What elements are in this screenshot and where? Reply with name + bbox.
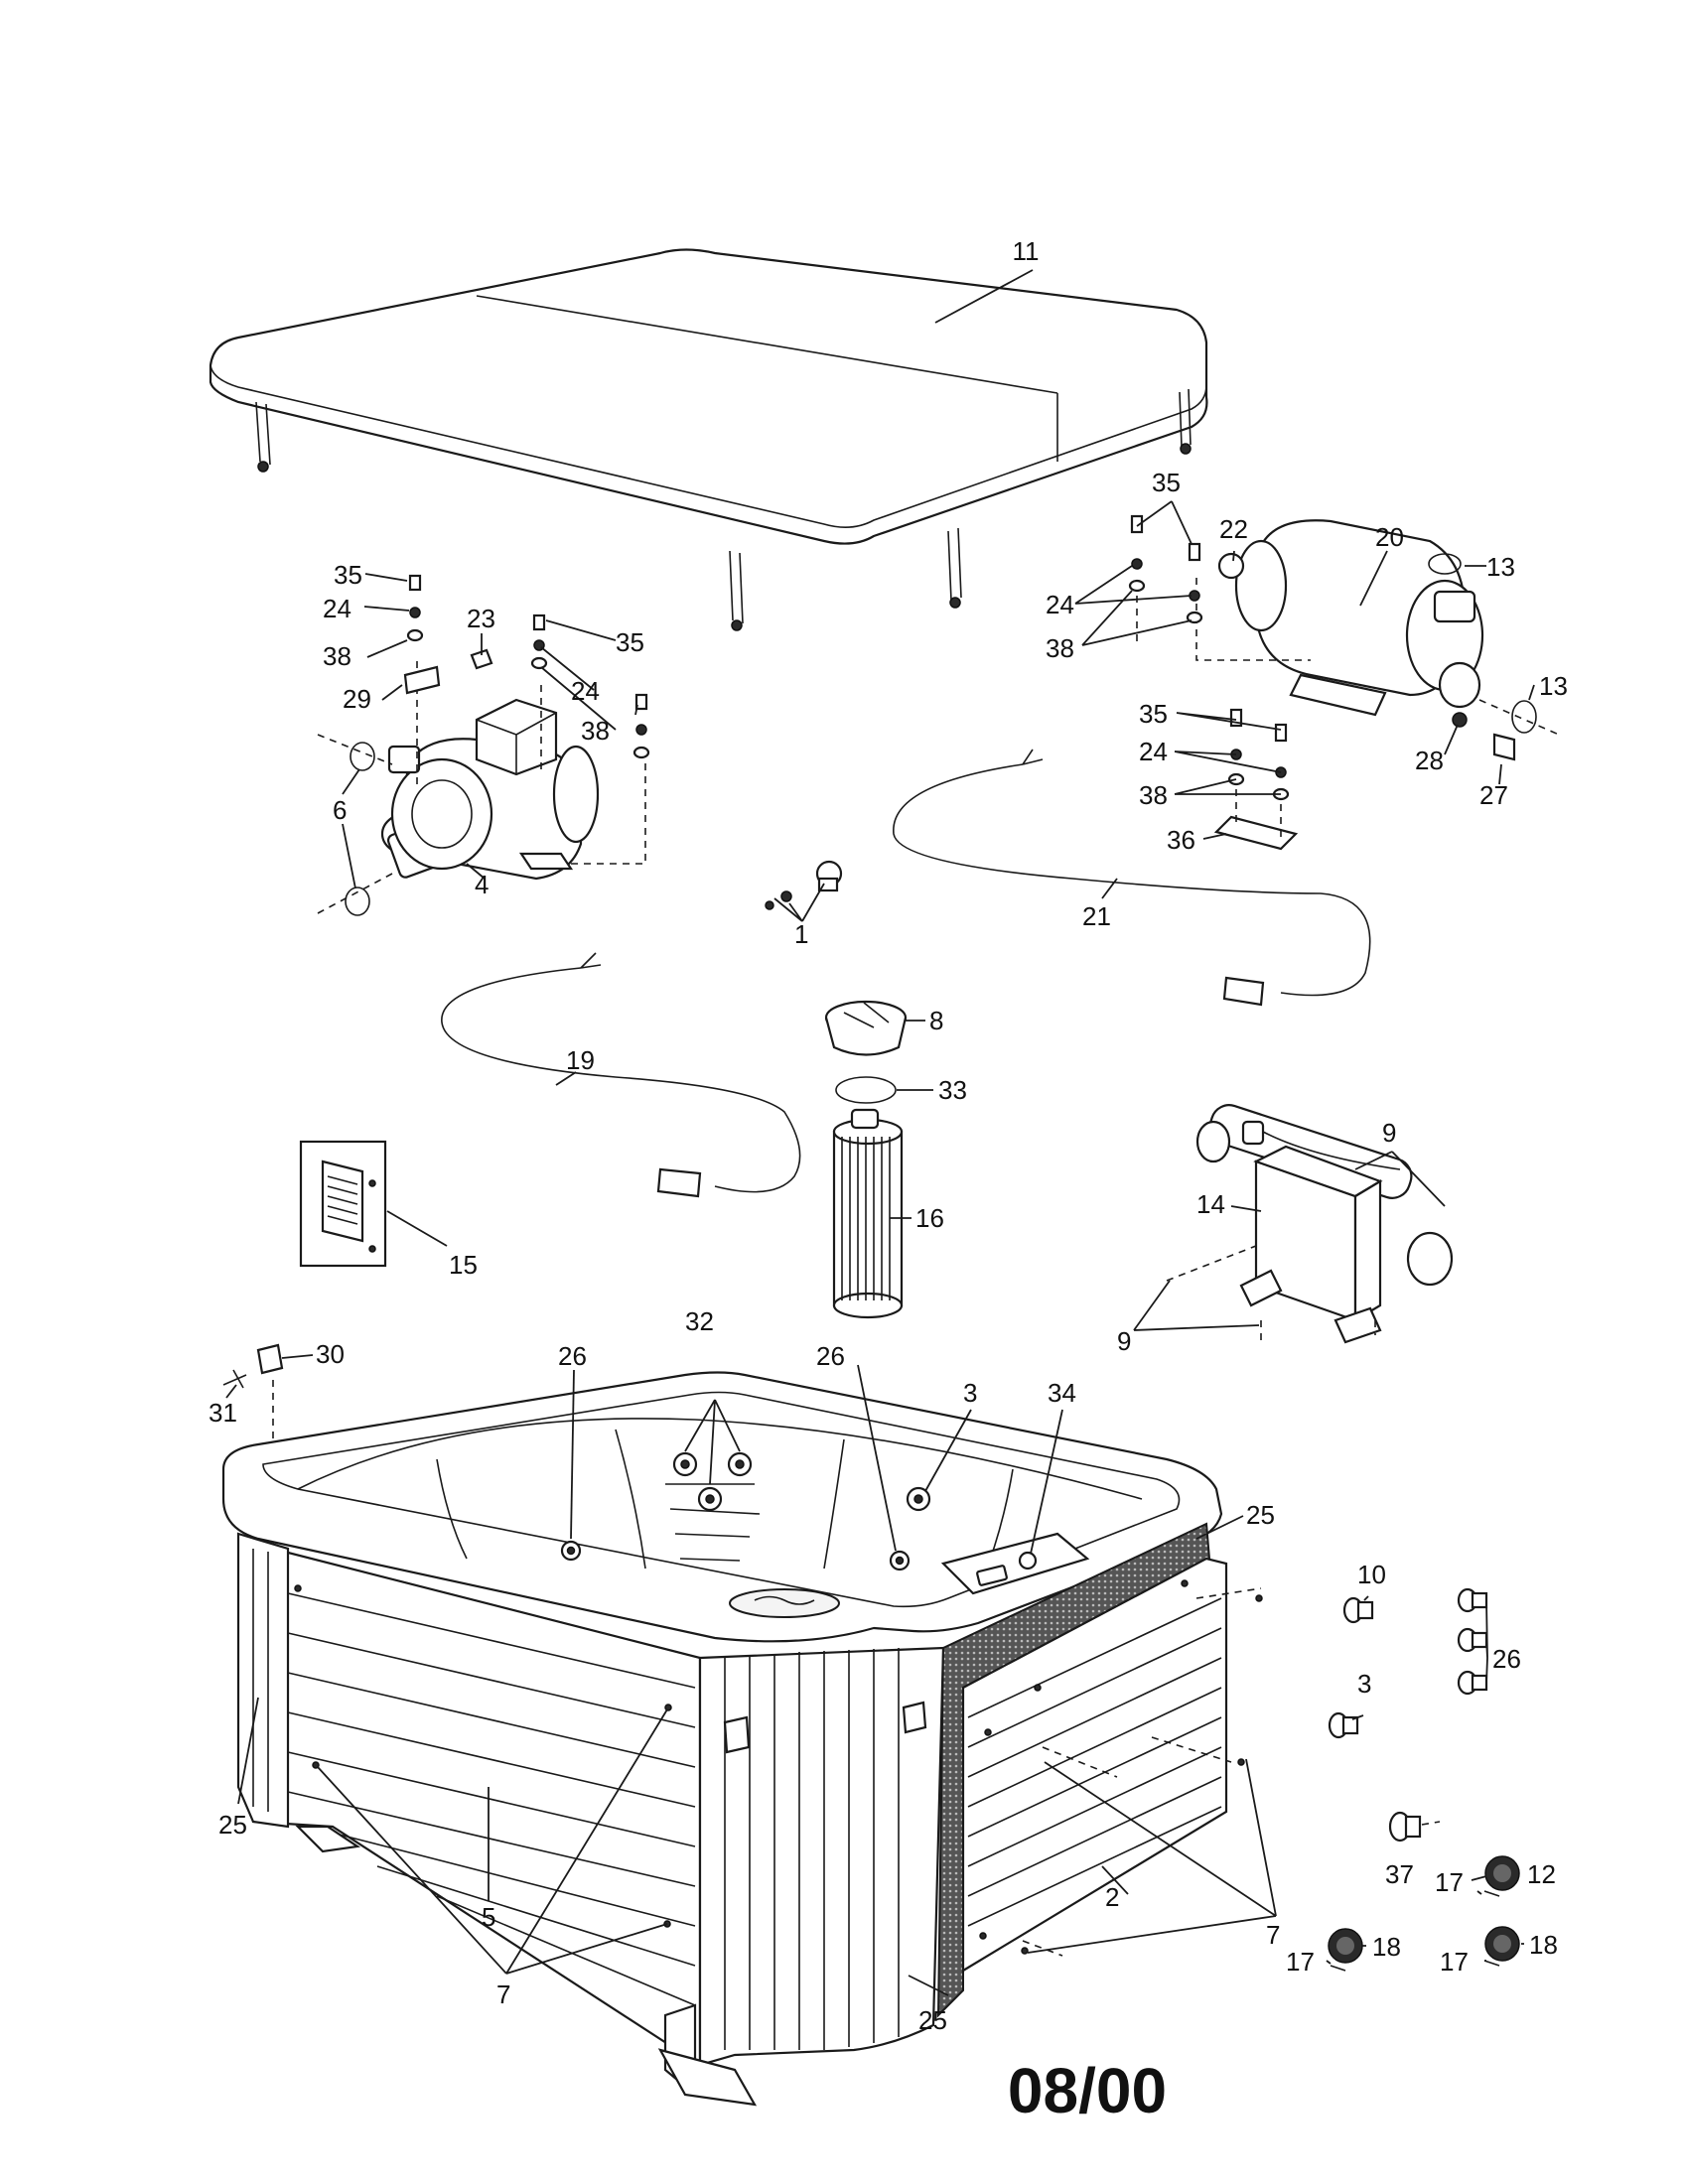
callout-10: 10 (1357, 1560, 1386, 1589)
callout-22: 22 (1219, 514, 1248, 544)
callout-32: 32 (685, 1306, 714, 1336)
callout-14: 14 (1196, 1189, 1225, 1219)
callout-17: 17 (1440, 1947, 1469, 1977)
callout-27: 27 (1479, 780, 1508, 810)
part-15-panel (299, 1140, 387, 1268)
callout-9: 9 (1117, 1326, 1131, 1356)
callout-labels: 11 35 24 38 29 23 35 24 38 6 4 35 24 38 … (209, 236, 1568, 2035)
callout-28: 28 (1415, 746, 1444, 775)
filter-assembly (824, 1000, 908, 1319)
callout-11: 11 (1013, 236, 1040, 266)
callout-19: 19 (566, 1045, 595, 1075)
callout-24: 24 (323, 594, 351, 623)
callout-33: 33 (938, 1075, 967, 1105)
revision-code: 08/00 (1008, 2055, 1167, 2126)
callout-6: 6 (333, 795, 347, 825)
callout-38: 38 (1046, 633, 1074, 663)
callout-35: 35 (1139, 699, 1168, 729)
heater-14 (1166, 1104, 1454, 1344)
callout-36: 36 (1167, 825, 1195, 855)
callout-26: 26 (816, 1341, 845, 1371)
callout-1: 1 (794, 919, 808, 949)
callout-38: 38 (1139, 780, 1168, 810)
callout-18: 18 (1372, 1932, 1401, 1962)
callout-25: 25 (218, 1810, 247, 1840)
callout-13: 13 (1539, 671, 1568, 701)
callout-24: 24 (1139, 737, 1168, 766)
leader-lines (225, 269, 1535, 1996)
fitting-10 (1342, 1596, 1374, 1624)
right-pump (1195, 519, 1516, 761)
fitting-3 (1328, 1711, 1359, 1739)
knob-12 (1484, 1855, 1520, 1891)
callout-37: 37 (1385, 1859, 1414, 1889)
o-ring-13-pair (1428, 553, 1560, 736)
cable-19 (441, 952, 801, 1198)
left-pump (380, 660, 646, 881)
callout-25: 25 (918, 2005, 947, 2035)
callout-29: 29 (343, 684, 371, 714)
callout-3: 3 (1357, 1669, 1371, 1699)
callout-35: 35 (1152, 468, 1181, 497)
o-ring-6-pair (317, 734, 393, 916)
callout-23: 23 (467, 604, 495, 633)
callout-16: 16 (915, 1203, 944, 1233)
callout-38: 38 (323, 641, 351, 671)
callout-7: 7 (1266, 1920, 1280, 1950)
callout-9: 9 (1382, 1118, 1396, 1148)
callout-24: 24 (1046, 590, 1074, 619)
callout-24: 24 (571, 676, 600, 706)
callout-20: 20 (1375, 522, 1404, 552)
left-pump-hardware (403, 574, 650, 759)
jets-26 (1457, 1587, 1488, 1696)
callout-21: 21 (1082, 901, 1111, 931)
callout-12: 12 (1527, 1859, 1556, 1889)
callout-7: 7 (496, 1979, 510, 2009)
spa-cover (209, 248, 1208, 631)
callout-26: 26 (558, 1341, 587, 1371)
part-1-fitting (765, 860, 843, 910)
callout-17: 17 (1286, 1947, 1315, 1977)
spa-shell (221, 1371, 1263, 2107)
knob-18-left (1328, 1928, 1363, 1964)
callout-25: 25 (1246, 1500, 1275, 1530)
callout-13: 13 (1486, 552, 1515, 582)
fitting-37 (1388, 1811, 1441, 1843)
callout-2: 2 (1105, 1882, 1119, 1912)
callout-34: 34 (1048, 1378, 1076, 1408)
callout-3: 3 (963, 1378, 977, 1408)
knob-18-right (1484, 1926, 1520, 1962)
callout-15: 15 (449, 1250, 478, 1280)
callout-4: 4 (475, 870, 489, 899)
callout-26: 26 (1492, 1644, 1521, 1674)
loose-fittings (1328, 1587, 1520, 1972)
callout-30: 30 (316, 1339, 345, 1369)
callout-8: 8 (929, 1006, 943, 1035)
callout-31: 31 (209, 1398, 237, 1428)
callout-5: 5 (482, 1902, 495, 1932)
callout-35: 35 (334, 560, 362, 590)
callout-18: 18 (1529, 1930, 1558, 1960)
callout-17: 17 (1435, 1867, 1464, 1897)
heater-mount-hardware (1213, 708, 1299, 851)
callout-38: 38 (581, 716, 610, 746)
cable-21 (893, 749, 1371, 1007)
callout-35: 35 (616, 627, 644, 657)
